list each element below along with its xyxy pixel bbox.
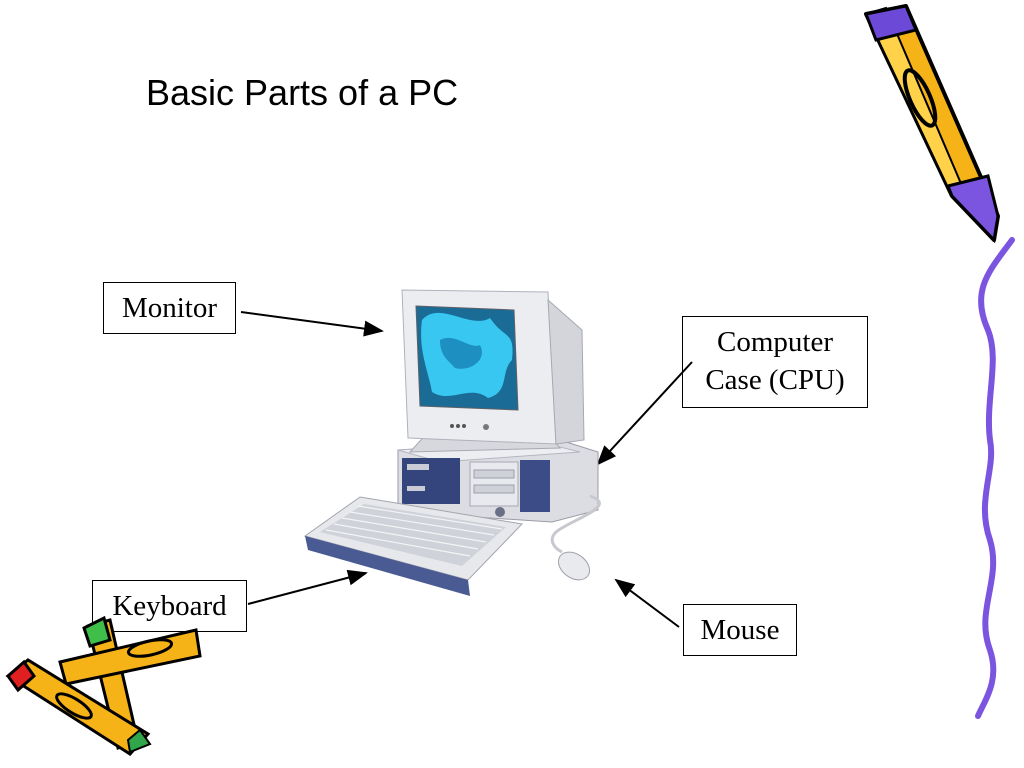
mouse bbox=[550, 494, 601, 581]
pencil-clipart-icon bbox=[863, 4, 1000, 244]
mouse-arrow bbox=[614, 578, 680, 628]
cpu-arrow bbox=[596, 361, 693, 466]
cpu-label-line2: Case (CPU) bbox=[705, 364, 845, 396]
cpu-label-line1: Computer bbox=[717, 326, 833, 358]
crt-monitor bbox=[401, 289, 585, 453]
mouse-label: Mouse bbox=[683, 604, 797, 656]
keyboard-label: Keyboard bbox=[92, 580, 247, 632]
monitor-arrow bbox=[240, 311, 384, 337]
cpu-label: Computer Case (CPU) bbox=[682, 316, 868, 408]
crayons-clipart-icon bbox=[5, 615, 202, 756]
monitor-label-text: Monitor bbox=[121, 292, 218, 324]
monitor-label: Monitor bbox=[103, 282, 236, 334]
mouse-label-text: Mouse bbox=[700, 614, 780, 646]
slide-title: Basic Parts of a PC bbox=[146, 72, 459, 113]
keyboard-label-text: Keyboard bbox=[112, 590, 227, 622]
purple-squiggle-line bbox=[975, 237, 1015, 719]
keyboard bbox=[303, 496, 524, 596]
keyboard-arrow bbox=[247, 569, 368, 605]
computer-case bbox=[397, 439, 599, 523]
